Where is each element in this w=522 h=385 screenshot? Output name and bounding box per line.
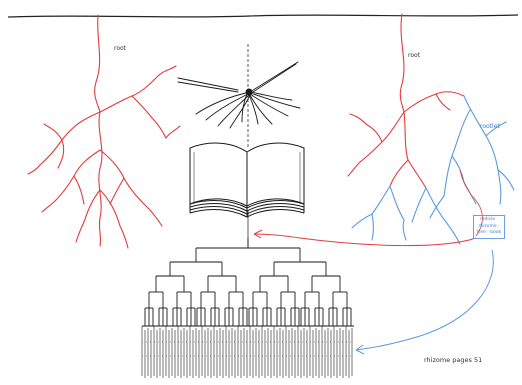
red-arrow-to-axis xyxy=(254,234,476,246)
caption: rhizome pages 51 xyxy=(424,356,482,364)
blue-arrow-to-tree xyxy=(356,250,493,350)
quill-bundle-icon xyxy=(178,62,300,128)
rootlet-label: rootlet xyxy=(480,123,500,130)
right-red-root xyxy=(348,14,464,188)
open-book-icon xyxy=(190,143,304,217)
blue-note-box: radicle · rhizome · tree · book xyxy=(473,215,505,239)
ground-line xyxy=(8,15,518,17)
left-root-label: root xyxy=(114,45,126,52)
right-root-label: root xyxy=(408,52,420,59)
left-red-root xyxy=(28,15,180,248)
dendrogram-tree-icon xyxy=(142,238,354,378)
